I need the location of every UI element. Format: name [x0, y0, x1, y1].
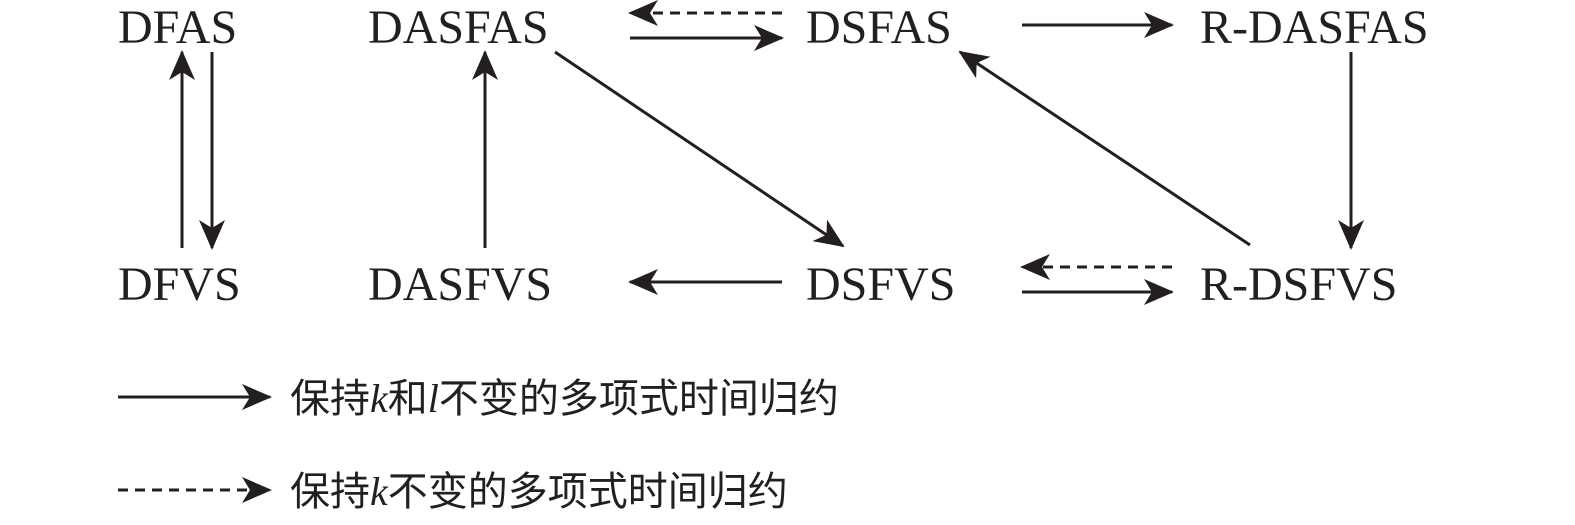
node-dsfas: DSFAS: [806, 1, 952, 54]
edge-dasfas-to-dsfvs: [554, 50, 845, 248]
node-dfvs: DFVS: [118, 258, 241, 311]
legend-dashed-label: 保持k不变的多项式时间归约: [290, 469, 788, 515]
node-dasfvs: DASFVS: [368, 258, 552, 311]
legend-solid-label: 保持k和l不变的多项式时间归约: [290, 376, 839, 422]
edge-r-dsfvs-to-dsfas: [958, 50, 1251, 247]
legend-item-solid: 保持k和l不变的多项式时间归约: [118, 376, 839, 422]
legend-item-dashed: 保持k不变的多项式时间归约: [118, 469, 788, 515]
node-r-dasfas: R-DASFAS: [1200, 1, 1429, 54]
node-r-dsfvs: R-DSFVS: [1200, 258, 1397, 311]
node-dsfvs: DSFVS: [806, 258, 955, 311]
legend: 保持k和l不变的多项式时间归约 保持k不变的多项式时间归约: [118, 376, 839, 515]
node-dasfas: DASFAS: [368, 1, 549, 54]
node-dfas: DFAS: [118, 1, 237, 54]
